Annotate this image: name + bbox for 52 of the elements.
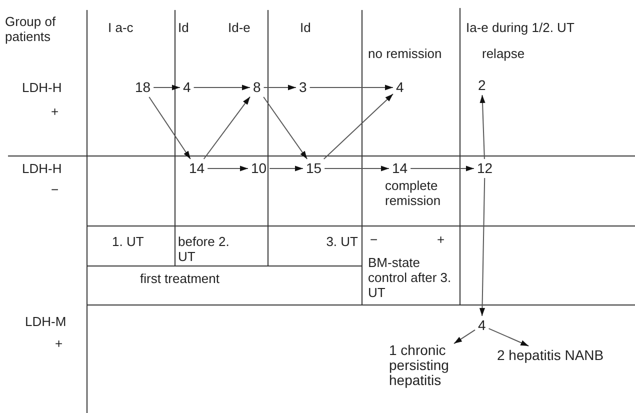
- table-text: Id: [178, 20, 189, 35]
- arrow: [480, 94, 486, 160]
- arrow: [454, 329, 476, 344]
- table-text: Ia-e during 1/2. UT: [466, 20, 574, 35]
- table-text: −: [370, 232, 378, 247]
- table-text: 1. UT: [112, 234, 145, 249]
- table-text: LDH-H: [22, 80, 62, 95]
- table-text: I a-c: [108, 20, 134, 35]
- table-text: no remission: [368, 46, 442, 61]
- arrow: [479, 178, 486, 316]
- arrow: [410, 166, 474, 172]
- table-text: +: [55, 336, 63, 351]
- count-label: 4: [395, 80, 405, 95]
- table-text: +: [437, 232, 445, 247]
- table-text: Id: [300, 20, 311, 35]
- arrow: [193, 84, 250, 90]
- table-text: relapse: [482, 46, 525, 61]
- count-label: 10: [250, 161, 268, 176]
- count-label: 8: [252, 80, 262, 95]
- count-label: 12: [476, 161, 494, 176]
- arrow: [324, 166, 390, 172]
- node-caption: complete remission: [385, 178, 442, 208]
- arrow: [263, 96, 308, 160]
- table-text: LDH-M: [25, 314, 66, 329]
- arrow: [153, 84, 180, 90]
- arrow: [207, 166, 248, 172]
- arrow: [309, 84, 394, 90]
- count-label: 18: [134, 80, 152, 95]
- table-text: +: [51, 104, 59, 119]
- arrow: [148, 96, 191, 160]
- table-text: first treatment: [140, 271, 220, 286]
- table-text: before 2. UT: [178, 234, 230, 264]
- count-label: 2: [477, 78, 487, 93]
- table-text: −: [51, 182, 59, 197]
- count-label: 4: [182, 80, 192, 95]
- table-text: LDH-H: [22, 161, 62, 176]
- arrow: [203, 96, 250, 160]
- arrow: [488, 328, 530, 346]
- arrow: [269, 166, 304, 172]
- count-label: 14: [188, 161, 206, 176]
- table-text: 3. UT: [325, 234, 358, 249]
- count-label: 15: [305, 161, 323, 176]
- count-label: 3: [298, 80, 308, 95]
- count-label: 1 chronic persisting hepatitis: [388, 343, 452, 388]
- table-text: Group of patients: [5, 14, 57, 44]
- table-text: BM-state control after 3. UT: [368, 255, 452, 300]
- arrow: [323, 94, 394, 160]
- table-text: Id-e: [228, 20, 250, 35]
- arrow: [263, 84, 296, 90]
- count-label: 14: [391, 161, 409, 176]
- count-label: 2 hepatitis NANB: [496, 348, 605, 363]
- count-label: 4: [477, 318, 487, 333]
